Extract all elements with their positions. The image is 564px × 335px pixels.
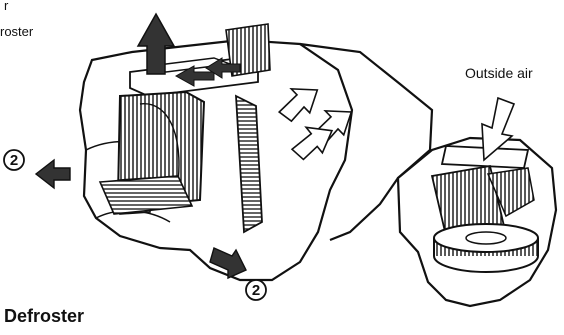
outside-air-label: Outside air <box>465 65 533 81</box>
svg-text:2: 2 <box>252 282 260 299</box>
blower-wheel-icon <box>434 224 538 272</box>
partial-label-1: r <box>4 0 9 13</box>
outlet-badge-bottom: 2 <box>246 280 266 300</box>
diagram-caption: Defroster <box>4 306 84 326</box>
outlet-badge-left: 2 <box>4 150 24 170</box>
svg-text:2: 2 <box>10 152 18 169</box>
partial-label-2: roster <box>0 24 34 39</box>
outlet-left-arrow-icon <box>36 160 70 188</box>
